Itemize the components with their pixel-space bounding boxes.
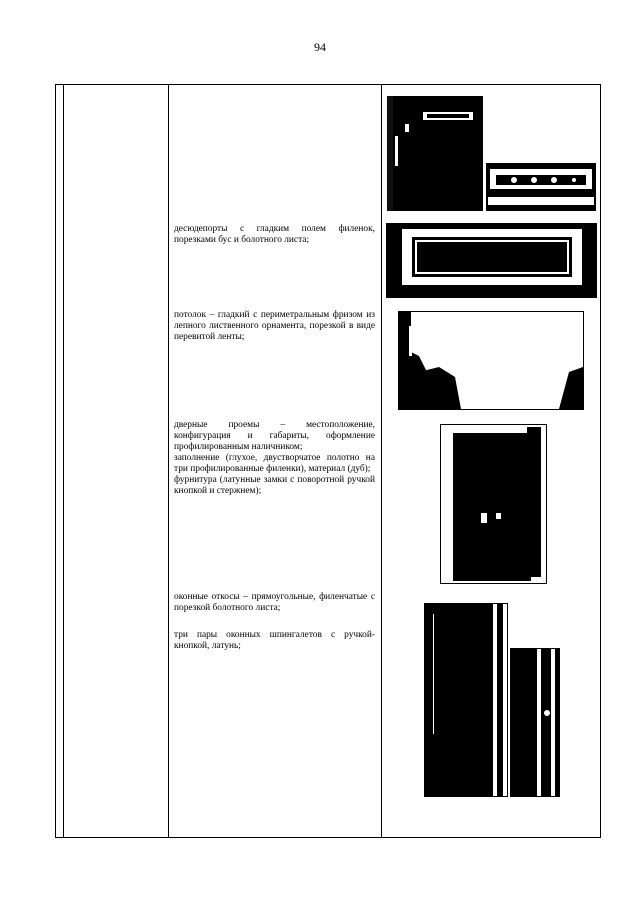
window-slope-image	[425, 604, 507, 796]
entry-text: три пары оконных шпингалетов с ручкой-кн…	[174, 630, 375, 651]
photo-panel-frame	[386, 223, 597, 298]
window-latch-image	[511, 649, 559, 796]
entry-text: заполнение (глухое, двустворчатое полотн…	[174, 453, 375, 474]
column-divider	[63, 85, 64, 837]
heritage-table	[55, 84, 601, 838]
panel-frame-image	[386, 223, 597, 298]
dessudeport-detail-image	[486, 163, 596, 211]
entry-text: дверные проемы – местоположение, конфигу…	[174, 420, 375, 452]
entry-text: фурнитура (латунные замки с поворотной р…	[174, 475, 375, 496]
photo-window-slope	[424, 603, 508, 797]
entry-dessudeportes: десюдепорты с гладким полем филенок, пор…	[174, 224, 375, 246]
entry-ceiling: потолок – гладкий с периметральным фризо…	[174, 310, 375, 343]
entry-text: десюдепорты с гладким полем филенок, пор…	[174, 224, 375, 245]
entry-text: потолок – гладкий с периметральным фризо…	[174, 310, 375, 342]
column-divider	[168, 85, 169, 837]
photo-door	[440, 424, 547, 584]
photo-dessudeport-large	[387, 96, 483, 211]
entry-doorways: дверные проемы – местоположение, конфигу…	[174, 420, 375, 497]
photo-ceiling	[398, 311, 584, 410]
photo-dessudeport-detail	[486, 163, 596, 211]
entry-text: оконные откосы – прямоугольные, филенчат…	[174, 592, 375, 613]
page-number: 94	[314, 40, 326, 54]
entry-window-latches: три пары оконных шпингалетов с ручкой-кн…	[174, 630, 375, 652]
dessudeport-photo-image	[387, 96, 483, 211]
photo-window-latch	[510, 648, 560, 797]
door-photo-image	[441, 425, 546, 583]
column-divider	[381, 85, 382, 837]
ceiling-photo-image	[399, 312, 583, 409]
entry-window-slopes: оконные откосы – прямоугольные, филенчат…	[174, 592, 375, 614]
